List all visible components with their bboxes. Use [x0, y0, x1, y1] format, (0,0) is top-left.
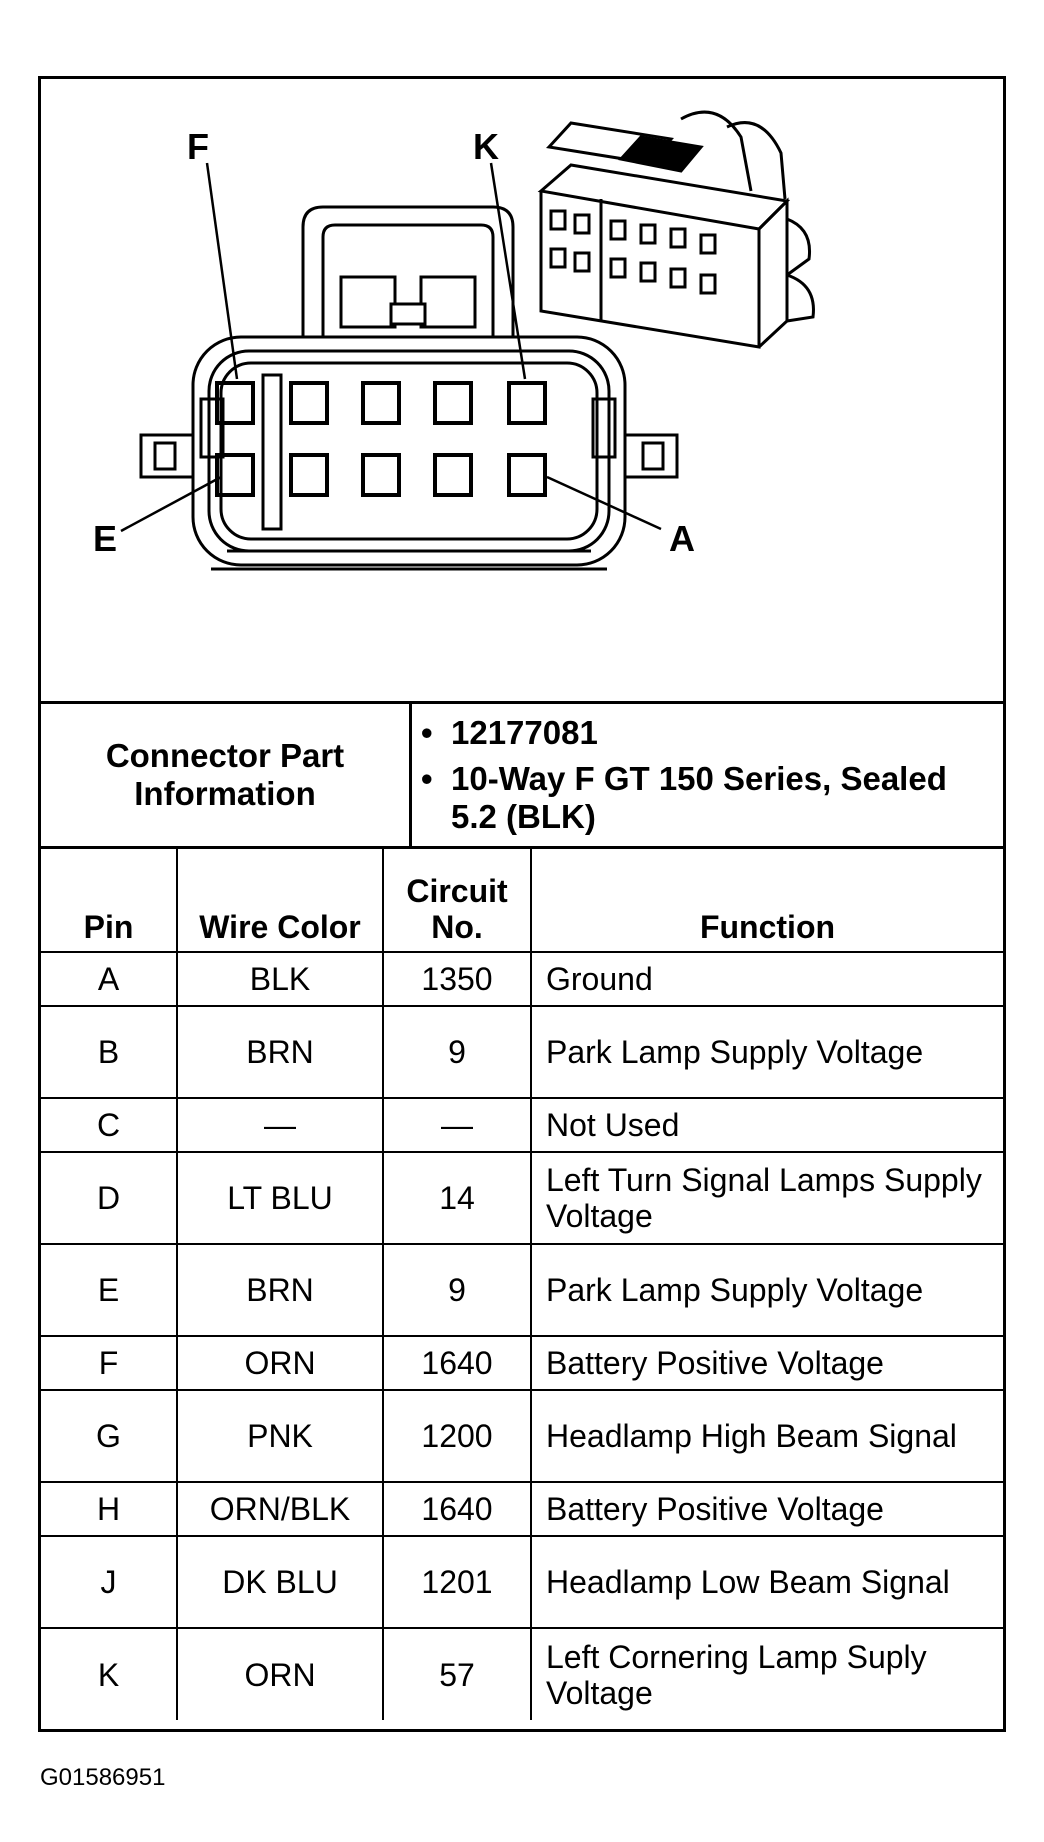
function-cell: Battery Positive Voltage	[530, 1481, 1003, 1537]
pin-table-header: Pin Wire Color Circuit No. Function	[41, 849, 1003, 953]
pin-cell: H	[41, 1481, 178, 1537]
table-row: A BLK 1350 Ground	[41, 951, 1003, 1007]
table-row: J DK BLU 1201 Headlamp Low Beam Signal	[41, 1535, 1003, 1629]
function-cell: Headlamp Low Beam Signal	[530, 1535, 1003, 1629]
callout-e: E	[93, 518, 117, 559]
pin-cell: E	[41, 1243, 178, 1337]
wire-color-cell: LT BLU	[176, 1151, 384, 1245]
header-circuit-no: Circuit No.	[382, 849, 532, 953]
pin-cell: J	[41, 1535, 178, 1629]
circuit-cell: 57	[382, 1627, 532, 1720]
function-cell: Ground	[530, 951, 1003, 1007]
connector-part-info: Connector Part Information 12177081 10-W…	[41, 704, 1003, 849]
table-row: B BRN 9 Park Lamp Supply Voltage	[41, 1005, 1003, 1099]
table-row: K ORN 57 Left Cornering Lamp Suply Volta…	[41, 1627, 1003, 1720]
connector-housing	[191, 335, 627, 567]
function-cell: Left Turn Signal Lamps Supply Voltage	[530, 1151, 1003, 1245]
circuit-cell: 1350	[382, 951, 532, 1007]
table-row: H ORN/BLK 1640 Battery Positive Voltage	[41, 1481, 1003, 1537]
circuit-cell: 9	[382, 1243, 532, 1337]
pin-cell: F	[41, 1335, 178, 1391]
callout-a: A	[669, 518, 695, 559]
connector-part-label: Connector Part Information	[41, 704, 412, 846]
circuit-cell: 1201	[382, 1535, 532, 1629]
connector-isometric-view	[537, 110, 815, 349]
function-cell: Battery Positive Voltage	[530, 1335, 1003, 1391]
pin-table: Pin Wire Color Circuit No. Function A BL…	[41, 849, 1003, 1720]
connector-latch	[301, 205, 515, 337]
pin-cell: K	[41, 1627, 178, 1720]
table-row: E BRN 9 Park Lamp Supply Voltage	[41, 1243, 1003, 1337]
circuit-cell: 9	[382, 1005, 532, 1099]
wire-color-cell: ORN	[176, 1627, 384, 1720]
circuit-cell: 1640	[382, 1481, 532, 1537]
wire-color-cell: —	[176, 1097, 384, 1153]
table-row: C — — Not Used	[41, 1097, 1003, 1153]
wire-color-cell: BLK	[176, 951, 384, 1007]
connector-sheet: F K E A	[38, 76, 1006, 1732]
wire-color-cell: PNK	[176, 1389, 384, 1483]
header-pin: Pin	[41, 849, 178, 953]
pin-cell: G	[41, 1389, 178, 1483]
pin-cell: D	[41, 1151, 178, 1245]
table-row: F ORN 1640 Battery Positive Voltage	[41, 1335, 1003, 1391]
wire-color-cell: ORN/BLK	[176, 1481, 384, 1537]
function-cell: Park Lamp Supply Voltage	[530, 1005, 1003, 1099]
function-cell: Left Cornering Lamp Suply Voltage	[530, 1627, 1003, 1720]
function-cell: Park Lamp Supply Voltage	[530, 1243, 1003, 1337]
circuit-cell: 1200	[382, 1389, 532, 1483]
pin-cell: C	[41, 1097, 178, 1153]
figure-id: G01586951	[40, 1764, 166, 1791]
wire-color-cell: BRN	[176, 1243, 384, 1337]
wire-color-cell: ORN	[176, 1335, 384, 1391]
function-cell: Headlamp High Beam Signal	[530, 1389, 1003, 1483]
part-number: 12177081	[415, 714, 995, 752]
connector-info-list: 12177081 10-Way F GT 150 Series, Sealed …	[415, 714, 995, 844]
connector-description: 10-Way F GT 150 Series, Sealed 5.2 (BLK)	[415, 760, 995, 836]
table-row: D LT BLU 14 Left Turn Signal Lamps Suppl…	[41, 1151, 1003, 1245]
connector-face-drawing: F K E A	[93, 110, 815, 571]
header-function: Function	[530, 849, 1003, 953]
function-cell: Not Used	[530, 1097, 1003, 1153]
table-row: G PNK 1200 Headlamp High Beam Signal	[41, 1389, 1003, 1483]
callout-k: K	[473, 126, 499, 167]
connector-diagram: F K E A	[41, 79, 1003, 704]
pin-cavities	[215, 381, 547, 497]
circuit-cell: —	[382, 1097, 532, 1153]
pin-cell: B	[41, 1005, 178, 1099]
pin-cell: A	[41, 951, 178, 1007]
callout-f: F	[187, 126, 209, 167]
header-wire-color: Wire Color	[176, 849, 384, 953]
circuit-cell: 14	[382, 1151, 532, 1245]
wire-color-cell: DK BLU	[176, 1535, 384, 1629]
wire-color-cell: BRN	[176, 1005, 384, 1099]
circuit-cell: 1640	[382, 1335, 532, 1391]
